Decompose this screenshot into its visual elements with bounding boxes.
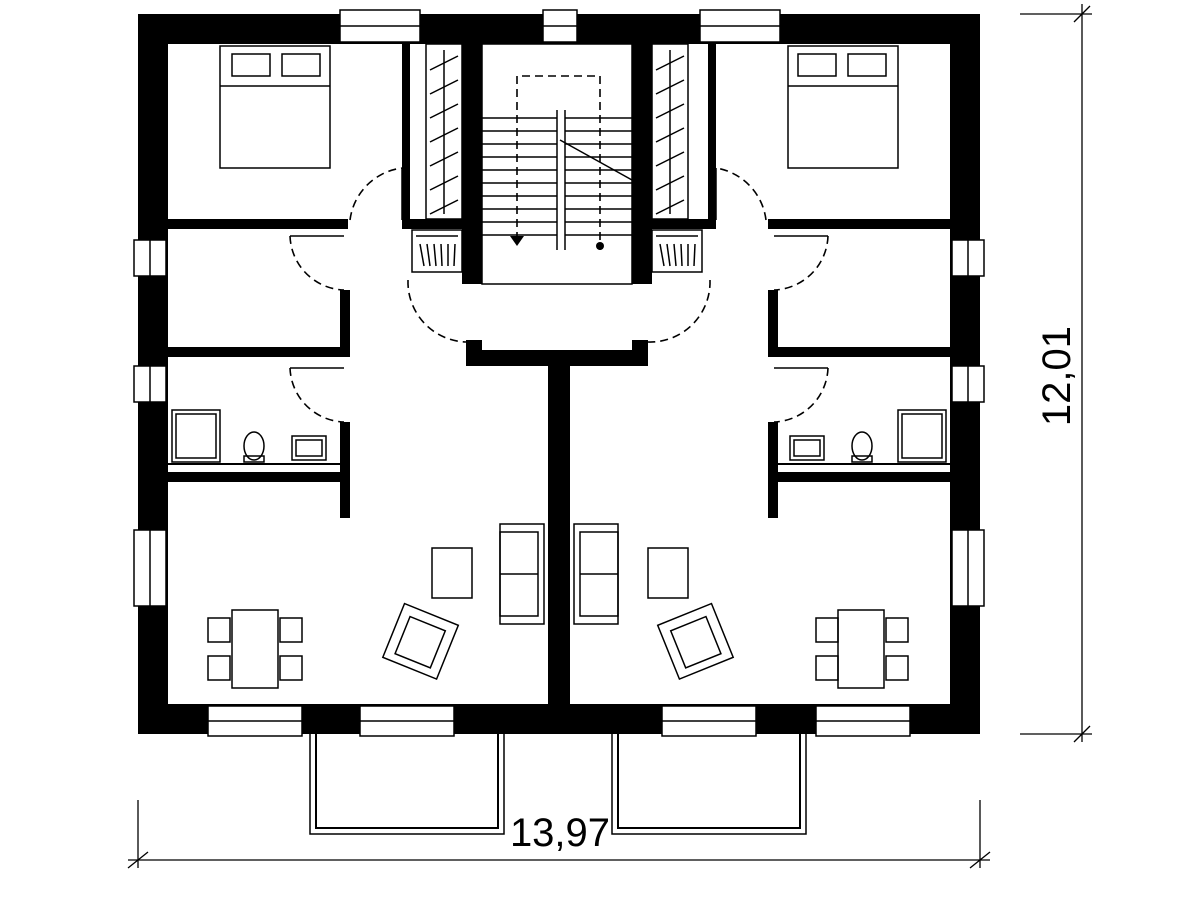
bed-right <box>787 45 899 169</box>
bathroom-left-fixtures <box>168 409 340 465</box>
drawing-line <box>419 243 425 267</box>
living-right-furniture <box>573 523 909 689</box>
wardrobes <box>411 43 703 273</box>
living-left-furniture <box>207 523 545 689</box>
drawing-line <box>655 127 685 143</box>
drawing-line <box>429 151 459 167</box>
height-dimension-label: 12,01 <box>1035 326 1079 426</box>
drawing-line <box>655 103 685 119</box>
drawing-line <box>655 175 685 191</box>
drawing-line <box>655 151 685 167</box>
drawing-line <box>433 243 437 267</box>
drawing-line <box>426 243 431 267</box>
drawing-line <box>453 243 456 267</box>
doors <box>289 167 829 423</box>
drawing-line <box>666 243 671 267</box>
bathroom-right-fixtures <box>778 409 950 465</box>
drawing-line <box>440 243 443 267</box>
width-dimension-label: 13,97 <box>510 811 610 855</box>
drawing-line <box>693 243 696 267</box>
windows <box>133 9 985 737</box>
drawing-line <box>429 175 459 191</box>
stair-dot-icon <box>596 242 604 250</box>
drawing-line <box>655 199 685 215</box>
width-dimension: 13,97 <box>127 800 991 869</box>
drawing-line <box>673 243 677 267</box>
height-dimension: 12,01 <box>1020 4 1092 743</box>
drawing-line <box>655 55 685 71</box>
staircase <box>481 43 633 285</box>
drawing-line <box>659 243 665 267</box>
drawing-line <box>429 79 459 95</box>
drawing-line <box>429 55 459 71</box>
drawing-line <box>429 199 459 215</box>
bed-left <box>219 45 331 169</box>
drawing-line <box>429 103 459 119</box>
drawing-line <box>429 127 459 143</box>
interior-walls <box>168 44 950 704</box>
drawing-line <box>655 79 685 95</box>
drawing-line <box>680 243 683 267</box>
stair-arrow-icon <box>510 236 524 246</box>
balconies <box>309 734 807 835</box>
